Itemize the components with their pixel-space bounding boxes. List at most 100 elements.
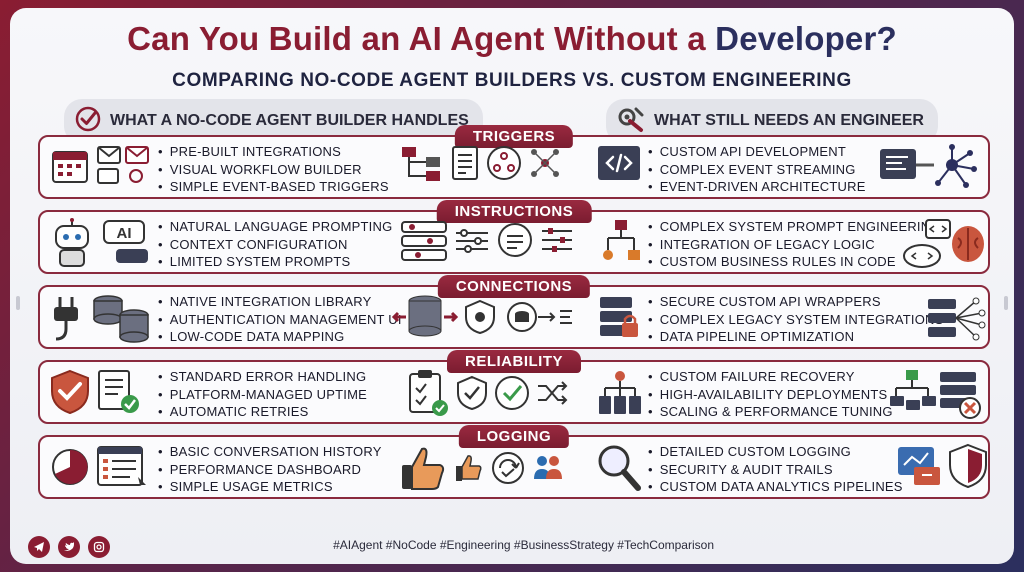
pie-chart-icon [50,446,90,488]
shield-check-icon [50,369,90,415]
title-part-2: Developer? [715,20,897,57]
api-hub-icon [878,143,982,191]
row-connections-right-list: SECURE CUSTOM API WRAPPERS COMPLEX LEGAC… [648,293,944,346]
thumbs-up-icon [398,443,448,493]
ai-badge-text: AI [117,225,132,242]
row-instructions: INSTRUCTIONS AI NATURAL LANGUAGE PROMPTI… [38,200,990,274]
row-connections-right-icon-left [598,293,642,343]
clipboard-check-icon [406,368,450,418]
list-item: CUSTOM DATA ANALYTICS PIPELINES [648,478,903,496]
row-logging-right-icons [896,443,988,489]
list-item: COMPLEX SYSTEM PROMPT ENGINEERING [648,218,941,236]
org-servers-icon [598,368,642,416]
row-reliability: RELIABILITY STANDARD ERROR HANDLING PLAT… [38,350,990,424]
list-item: SECURE CUSTOM API WRAPPERS [648,293,943,311]
row-instructions-right-icons [902,218,986,270]
row-label: CONNECTIONS [437,275,591,298]
list-item: NATURAL LANGUAGE PROMPTING [158,218,392,236]
row-reliability-left-icons [50,368,142,416]
list-item: SECURITY & AUDIT TRAILS [648,461,903,479]
flowchart-icon [400,143,444,183]
list-settings-icon [540,225,574,255]
refresh-check-icon [490,450,526,486]
row-triggers-right-list: CUSTOM API DEVELOPMENT COMPLEX EVENT STR… [648,143,866,196]
magnifier-icon [596,443,642,493]
instagram-icon[interactable] [88,536,110,558]
plug-icon [50,295,82,343]
row-instructions-right-icon-left [600,218,642,264]
row-connections-mid-icons [392,293,576,341]
shield-badge-icon [948,443,988,489]
list-item: CUSTOM BUSINESS RULES IN CODE [648,253,941,271]
dashboard-window-icon [96,443,150,491]
row-connections-left-icons [50,293,152,345]
list-item: BASIC CONVERSATION HISTORY [158,443,382,461]
users-icon [532,453,564,483]
list-item: PERFORMANCE DASHBOARD [158,461,382,479]
social-links [28,536,110,558]
shuffle-icon [536,379,568,407]
row-connections-left-list: NATIVE INTEGRATION LIBRARY AUTHENTICATIO… [158,293,402,346]
list-item: COMPLEX EVENT STREAMING [648,161,866,179]
list-item: SCALING & PERFORMANCE TUNING [648,403,893,421]
row-reliability-left-list: STANDARD ERROR HANDLING PLATFORM-MANAGED… [158,368,367,421]
robot-icon [50,218,94,268]
checkmark-circle-icon [74,105,102,138]
list-item: COMPLEX LEGACY SYSTEM INTEGRATIONS [648,311,944,329]
row-connections-right-icons [926,293,986,343]
row-instructions-mid-icons [400,218,574,262]
email-icons [96,143,152,187]
row-instructions-left-list: NATURAL LANGUAGE PROMPTING CONTEXT CONFI… [158,218,392,271]
row-triggers-right-icon-left [596,143,642,183]
checklist-icon [96,368,142,416]
list-item: CUSTOM FAILURE RECOVERY [648,368,893,386]
check-circle-icon [494,375,530,411]
row-triggers: TRIGGERS PRE-BUILT INTEGRATIONS VISUAL W… [38,125,990,199]
row-instructions-left-icons: AI [50,218,156,268]
server-failover-icon [888,368,984,420]
list-item: SIMPLE USAGE METRICS [158,478,382,496]
list-item: DETAILED CUSTOM LOGGING [648,443,903,461]
list-item: STANDARD ERROR HANDLING [158,368,367,386]
row-instructions-right-list: COMPLEX SYSTEM PROMPT ENGINEERING INTEGR… [648,218,941,271]
shield-icon [456,375,488,411]
list-item: DATA PIPELINE OPTIMIZATION [648,328,943,346]
infographic-card: Can You Build an AI Agent Without a Deve… [10,8,1014,564]
list-item: SIMPLE EVENT-BASED TRIGGERS [158,178,389,196]
list-item: EVENT-DRIVEN ARCHITECTURE [648,178,866,196]
list-item: AUTOMATIC RETRIES [158,403,367,421]
server-lock-icon [598,293,642,343]
right-heading-text: WHAT STILL NEEDS AN ENGINEER [654,112,924,129]
list-item: NATIVE INTEGRATION LIBRARY [158,293,402,311]
database-stack-icon [88,293,152,345]
row-reliability-right-icon-left [598,368,642,416]
right-column-heading: WHAT STILL NEEDS AN ENGINEER [606,98,938,144]
list-item: VISUAL WORKFLOW BUILDER [158,161,389,179]
telegram-icon[interactable] [28,536,50,558]
network-icon [528,146,562,180]
code-window-icon [596,143,642,183]
row-logging-right-icon-left [596,443,642,493]
decision-tree-icon [600,218,642,264]
webhook-icon [486,145,522,181]
list-item: HIGH-AVAILABILITY DEPLOYMENTS [648,386,893,404]
title-part-1: Can You Build an AI Agent Without a [127,20,716,57]
page-title: Can You Build an AI Agent Without a Deve… [10,20,1014,58]
hashtags: #AIAgent #NoCode #Engineering #BusinessS… [333,538,714,552]
chat-settings-icon [496,221,534,259]
row-logging-right-list: DETAILED CUSTOM LOGGING SECURITY & AUDIT… [648,443,903,496]
twitter-icon[interactable] [58,536,80,558]
calendar-icon [50,145,90,185]
list-item: PRE-BUILT INTEGRATIONS [158,143,389,161]
document-icon [450,144,480,182]
list-item: INTEGRATION OF LEGACY LOGIC [648,236,941,254]
database-sync-icon [392,293,458,341]
side-tick-left [16,296,20,310]
row-label: LOGGING [458,425,570,448]
shield-lock-icon [464,299,496,335]
left-column-heading: WHAT A NO-CODE AGENT BUILDER HANDLES [64,98,483,144]
row-triggers-left-icons [50,143,152,187]
row-label: TRIGGERS [454,125,574,148]
list-item: AUTHENTICATION MANAGEMENT UI [158,311,402,329]
list-item: PLATFORM-MANAGED UPTIME [158,386,367,404]
